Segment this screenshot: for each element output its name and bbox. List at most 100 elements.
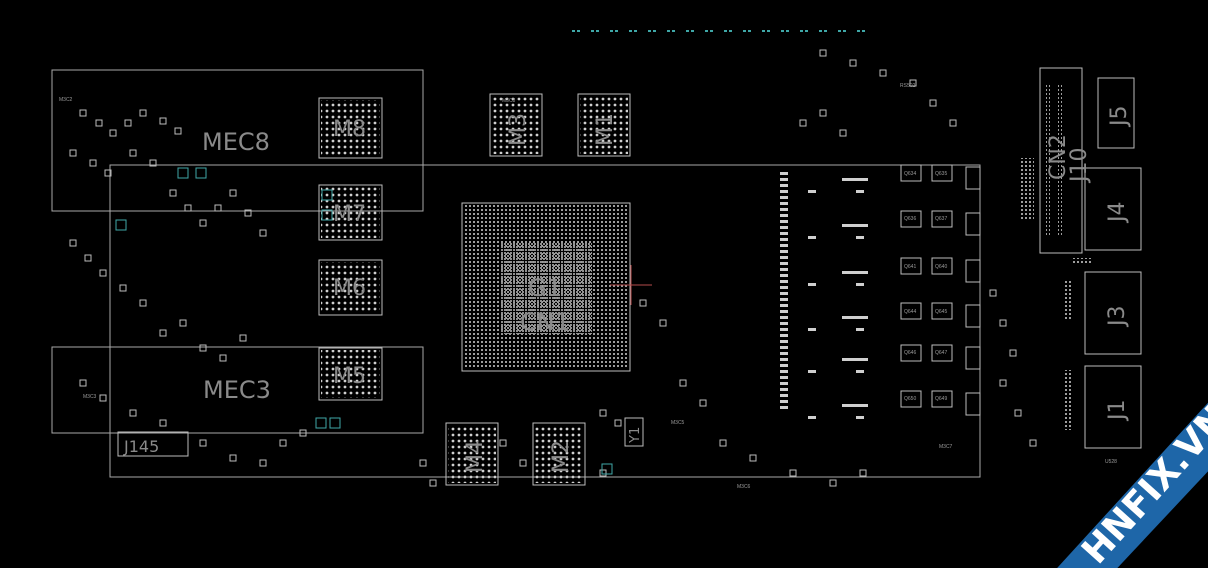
smd-component: [199, 439, 207, 447]
mosfet: [900, 210, 922, 228]
resistor-long: [842, 271, 868, 274]
capacitor-pad: [780, 238, 788, 241]
capacitor-pad: [780, 190, 788, 193]
capacitor-pad: [780, 286, 788, 289]
smd-component: [699, 399, 707, 407]
watermark: HNFIX.VN: [1057, 398, 1208, 568]
smd-component: [799, 119, 807, 127]
connector-cn2[interactable]: [1039, 67, 1083, 254]
memory-chip-m3[interactable]: [489, 93, 543, 157]
mec8-region: [51, 69, 424, 212]
pad-small: [856, 328, 864, 331]
pin-column-j1: [1064, 370, 1072, 430]
smd-component: [95, 119, 103, 127]
smd-component: [599, 469, 607, 477]
label-q650: Q650: [904, 396, 916, 402]
pin-row-j4: [1072, 258, 1092, 264]
crystal-y1[interactable]: [624, 417, 644, 447]
smd-component: [99, 269, 107, 277]
pad-small: [856, 416, 864, 419]
smd-component: [169, 189, 177, 197]
capacitor-pad: [780, 226, 788, 229]
label-mec3: MEC3: [203, 376, 271, 404]
smd-component: [929, 99, 937, 107]
mosfet-small: [965, 212, 981, 236]
smd-component: [299, 429, 307, 437]
connector-j4[interactable]: [1084, 167, 1142, 251]
mosfet: [931, 302, 953, 320]
label-m3c3: M3C3: [83, 394, 97, 400]
label-m8: M8: [333, 117, 366, 142]
memory-chip-m8[interactable]: [318, 97, 383, 159]
smd-component: [84, 254, 92, 262]
label-m4: M4: [463, 440, 488, 473]
label-m3c5: M3C5: [671, 420, 685, 426]
label-m3c8: M3C8: [502, 98, 516, 104]
capacitor-pad: [780, 382, 788, 385]
mosfet-small: [965, 304, 981, 328]
capacitor-pad: [780, 292, 788, 295]
mosfet-small: [965, 166, 981, 190]
test-point: [786, 30, 789, 32]
test-point: [710, 30, 713, 32]
capacitor-pad: [780, 208, 788, 211]
capacitor-pad: [780, 316, 788, 319]
smd-component: [219, 354, 227, 362]
mosfet-small: [965, 259, 981, 283]
smd-component: [124, 119, 132, 127]
highlighted-component: [195, 167, 207, 179]
smd-component: [259, 229, 267, 237]
memory-chip-m7[interactable]: [318, 184, 383, 241]
label-q644: Q644: [904, 309, 916, 315]
smd-component: [184, 204, 192, 212]
label-y1: Y1: [628, 427, 643, 444]
connector-j3[interactable]: [1084, 271, 1142, 355]
label-q645: Q645: [935, 309, 947, 315]
misc-components: [69, 49, 1037, 487]
test-point: [672, 30, 675, 32]
memory-chip-m4[interactable]: [445, 422, 499, 486]
smd-component: [749, 454, 757, 462]
mosfet-array: [808, 164, 981, 419]
smd-component: [999, 319, 1007, 327]
connector-j5[interactable]: [1097, 77, 1135, 149]
gpu-g1[interactable]: [461, 202, 652, 372]
smd-component: [89, 159, 97, 167]
test-point: [629, 30, 632, 32]
label-m3c7: M3C7: [939, 444, 953, 450]
highlighted-component: [601, 463, 613, 475]
label-q634: Q634: [904, 171, 916, 177]
label-rs502: RS502: [900, 83, 916, 89]
label-j10: J10: [1067, 148, 1092, 184]
connector-j145[interactable]: [117, 431, 189, 457]
capacitor-pad: [780, 202, 788, 205]
component-labels: Q634 Q635 Q636 Q637 Q641 Q640 Q644 Q645 …: [59, 83, 1117, 490]
test-point: [781, 30, 784, 32]
label-g1: G1: [528, 274, 562, 302]
test-point: [648, 30, 651, 32]
capacitor-pad: [780, 280, 788, 283]
test-point: [653, 30, 656, 32]
label-cn2: CN2: [1046, 134, 1071, 180]
smd-component: [79, 379, 87, 387]
label-m3c2: M3C2: [59, 97, 73, 103]
label-q646: Q646: [904, 350, 916, 356]
memory-chip-m5[interactable]: [318, 347, 383, 401]
memory-chip-m6[interactable]: [318, 259, 383, 316]
memory-chip-m1[interactable]: [577, 93, 631, 157]
label-j4: J4: [1105, 202, 1130, 225]
memory-chip-m2[interactable]: [532, 422, 586, 486]
capacitor-pad: [780, 358, 788, 361]
smd-component: [519, 459, 527, 467]
smd-component: [214, 204, 222, 212]
capacitor-pad: [780, 352, 788, 355]
capacitor-pad: [780, 328, 788, 331]
smd-component: [139, 299, 147, 307]
smd-component: [429, 479, 437, 487]
top-edge-test-points: [572, 30, 865, 32]
connector-j1[interactable]: [1084, 365, 1142, 449]
smd-component: [819, 109, 827, 117]
pin-header-left-of-cn2: [1020, 158, 1034, 220]
test-point: [838, 30, 841, 32]
